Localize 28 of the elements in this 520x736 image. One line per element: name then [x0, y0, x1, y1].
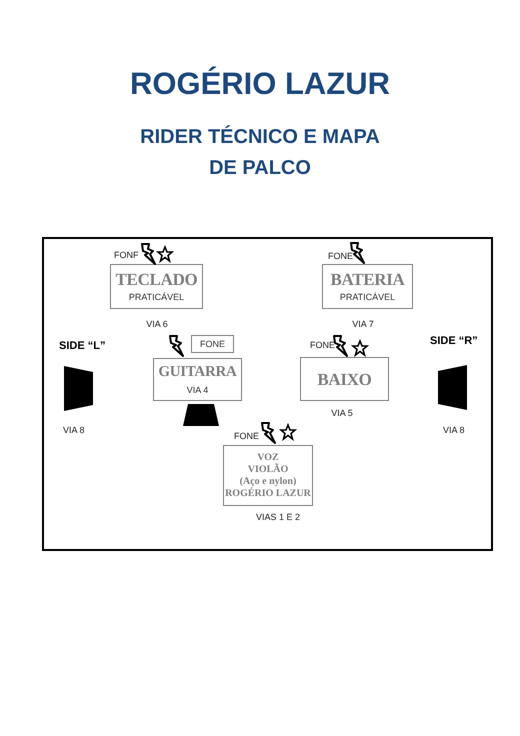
via-label: VIA 8: [63, 425, 85, 435]
instrument-name: BATERIA: [330, 270, 405, 288]
performer-text: VIOLÃO: [248, 464, 288, 476]
instrument-name: BAIXO: [317, 370, 372, 388]
instrument-name: TECLADO: [116, 270, 198, 288]
performer-text: (Aço e nylon): [240, 476, 296, 487]
monitor-label: FONE: [234, 431, 260, 441]
note-text: PRATICÁVEL: [128, 290, 184, 304]
instrument-name: GUITARRA: [158, 362, 237, 382]
performer-text: ROGÉRIO LAZUR: [225, 488, 311, 500]
side-label: SIDE “L”: [59, 340, 106, 352]
via-label: VIA 8: [443, 425, 465, 435]
via-label: VIA 5: [331, 408, 353, 418]
note-text: VIA 4: [186, 384, 208, 396]
via-label: VIA 6: [146, 319, 168, 329]
side-label: SIDE “R”: [430, 335, 478, 347]
monitor-label: FONE: [310, 340, 336, 350]
monitor-label: FONF: [114, 250, 138, 260]
title: ROGÉRIO LAZUR: [128, 66, 392, 102]
instrument-name: VOZ: [257, 452, 279, 463]
monitor-label: FONE: [328, 251, 354, 261]
instrument-box: [153, 358, 242, 401]
monitor-label: FONE: [200, 338, 225, 350]
monitor-box: [191, 335, 234, 353]
subtitle: RIDER TÉCNICO E MAPA DE PALCO: [139, 124, 381, 181]
via-label: VIA 7: [352, 319, 374, 329]
via-label: VIAS 1 E 2: [256, 512, 300, 522]
note-text: PRATICÁVEL: [340, 290, 396, 304]
